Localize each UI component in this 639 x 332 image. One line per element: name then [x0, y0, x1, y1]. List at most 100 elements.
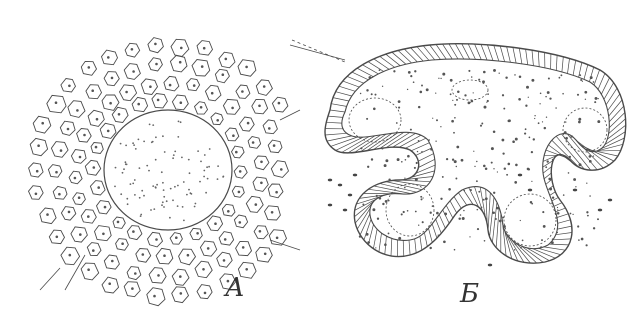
stipple-dot: [534, 118, 535, 119]
stipple-dot: [456, 99, 458, 101]
cell-nucleus: [225, 58, 228, 61]
stipple-dot: [586, 183, 587, 184]
panel-a-label: А: [223, 273, 245, 303]
stipple-dot: [454, 160, 457, 163]
stipple-dot: [573, 178, 576, 181]
cell-nucleus: [276, 237, 279, 240]
stipple-dot: [485, 168, 488, 171]
core-dot: [120, 143, 122, 145]
stipple-dot: [481, 206, 483, 208]
stipple-dot: [485, 197, 488, 200]
core-dot: [149, 124, 151, 126]
stipple-dot: [503, 108, 505, 110]
stipple-dot: [552, 238, 554, 240]
core-dot: [223, 176, 225, 178]
stipple-dot: [560, 74, 562, 76]
striation-line: [544, 155, 563, 156]
cell-nucleus: [107, 56, 110, 59]
cell-nucleus: [252, 141, 255, 144]
stipple-dot: [506, 174, 508, 176]
stipple-dot: [493, 130, 496, 133]
core-dot: [152, 124, 154, 126]
stipple-dot: [366, 89, 368, 91]
cell-nucleus: [91, 89, 94, 92]
stipple-dot: [454, 117, 456, 119]
stipple-dot: [440, 198, 442, 200]
loose-cell: [328, 204, 332, 207]
cell-nucleus: [96, 118, 99, 121]
cell-nucleus: [58, 193, 61, 196]
stipple-dot: [415, 178, 418, 181]
stipple-dot: [398, 107, 400, 109]
stipple-dot: [565, 137, 568, 140]
core-dot: [143, 195, 145, 197]
stipple-dot: [398, 237, 401, 240]
core-dot: [197, 150, 199, 152]
stipple-dot: [438, 234, 439, 235]
cell-nucleus: [241, 90, 244, 93]
cell-nucleus: [55, 101, 58, 104]
cell-nucleus: [93, 166, 96, 169]
cell-nucleus: [163, 254, 166, 257]
stipple-dot: [578, 121, 581, 124]
core-dot: [188, 189, 190, 191]
cell-nucleus: [238, 191, 241, 194]
stipple-dot: [371, 158, 373, 160]
stipple-dot: [446, 158, 448, 160]
stipple-dot: [505, 76, 507, 78]
core-dot: [135, 148, 137, 150]
stipple-dot: [594, 101, 596, 103]
cell-nucleus: [56, 236, 59, 239]
cell-nucleus: [95, 146, 98, 149]
core-dot: [181, 157, 183, 159]
stipple-dot: [534, 115, 535, 116]
stipple-dot: [474, 166, 475, 167]
stipple-dot: [552, 197, 554, 199]
stipple-dot: [415, 211, 417, 213]
stipple-dot: [551, 202, 553, 204]
stipple-dot: [421, 198, 423, 200]
stipple-dot: [582, 81, 583, 82]
core-dot: [169, 217, 171, 219]
stipple-dot: [482, 80, 485, 83]
core-dot: [163, 196, 165, 198]
stipple-dot: [520, 220, 521, 221]
core-dot: [146, 165, 148, 167]
stipple-dot: [540, 93, 542, 95]
stipple-dot: [585, 99, 586, 100]
stipple-dot: [565, 121, 566, 122]
stipple-dot: [401, 161, 403, 163]
core-dot: [132, 142, 134, 144]
stipple-dot: [544, 127, 546, 129]
cell-nucleus: [131, 48, 134, 51]
loose-cell: [573, 189, 577, 192]
stipple-dot: [456, 146, 459, 149]
cell-nucleus: [255, 203, 258, 206]
core-dot: [203, 176, 205, 178]
stipple-dot: [414, 70, 416, 72]
cell-nucleus: [247, 122, 250, 125]
cell-nucleus: [268, 127, 271, 130]
core-dot: [163, 206, 165, 208]
stipple-dot: [547, 91, 550, 94]
cell-nucleus: [227, 210, 230, 213]
core-dot: [115, 167, 117, 169]
core-dot: [195, 203, 197, 205]
cell-nucleus: [107, 130, 110, 133]
stipple-dot: [542, 211, 544, 213]
stipple-dot: [493, 168, 494, 169]
stipple-dot: [502, 152, 504, 154]
core-dot: [208, 166, 210, 168]
stipple-dot: [579, 163, 582, 166]
stipple-dot: [520, 247, 522, 249]
cell-nucleus: [35, 193, 38, 196]
cell-nucleus: [180, 101, 183, 104]
stipple-dot: [531, 151, 533, 153]
stipple-dot: [396, 122, 398, 124]
stipple-dot: [481, 123, 483, 125]
core-dot: [133, 144, 135, 146]
stipple-dot: [499, 220, 502, 223]
stipple-dot: [381, 147, 383, 149]
core-dot: [148, 170, 150, 172]
